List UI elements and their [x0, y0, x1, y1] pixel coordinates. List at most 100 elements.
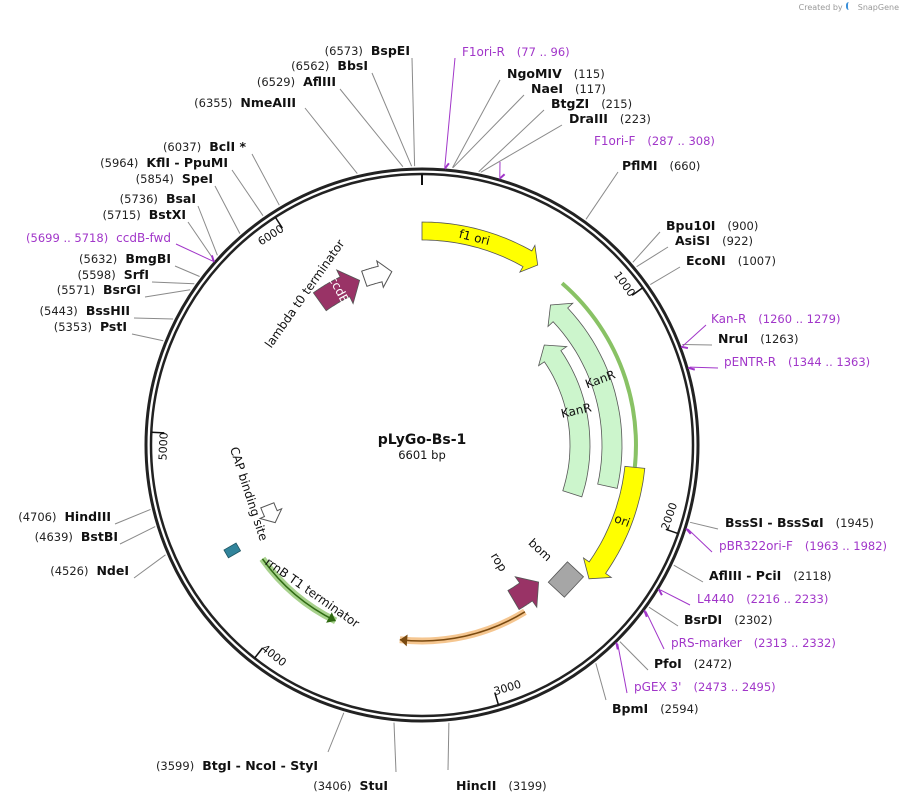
enzyme-site-bsai[interactable]: BsaI(5736): [120, 191, 196, 206]
feature-lambda-terminator[interactable]: [361, 259, 393, 289]
primer-range: (5699 .. 5718): [26, 231, 108, 245]
primer-prs-marker[interactable]: pRS-marker(2313 .. 2332): [671, 636, 836, 650]
scale-tick: [494, 692, 500, 706]
enzyme-position: (5964): [100, 156, 138, 170]
enzyme-site-kfli[interactable]: KflI - PpuMI(5964): [100, 155, 228, 170]
primer-f1ori-f[interactable]: F1ori-F(287 .. 308): [594, 134, 715, 148]
enzyme-position: (5443): [40, 304, 78, 318]
enzyme-position: (900): [727, 219, 758, 233]
enzyme-site-bmgbi[interactable]: BmgBI(5632): [79, 251, 171, 266]
enzyme-position: (5598): [77, 268, 115, 282]
enzyme-site-asisi[interactable]: AsiSI(922): [675, 233, 753, 248]
primer-pbr322ori-f[interactable]: pBR322ori-F(1963 .. 1982): [719, 539, 887, 553]
primer-name: L4440: [697, 592, 734, 606]
feature-label-kanr-inner: KanR: [560, 400, 593, 420]
enzyme-connector: [632, 231, 661, 263]
enzyme-name: BsrDI: [684, 612, 722, 627]
primer-connector: [617, 643, 628, 694]
feature-ccdb[interactable]: [312, 269, 361, 312]
snapgene-logo-icon: [846, 2, 854, 10]
enzyme-site-bstxi[interactable]: BstXI(5715): [103, 207, 186, 222]
enzyme-site-srfi[interactable]: SrfI(5598): [77, 267, 149, 282]
scale-tick: [254, 647, 264, 659]
enzyme-site-afliii[interactable]: AflIII - PciI(2118): [709, 568, 832, 583]
enzyme-site-afliii[interactable]: AflIII(6529): [257, 74, 336, 89]
feature-bom[interactable]: [547, 561, 585, 598]
feature-rrnb-terminator[interactable]: [258, 502, 283, 524]
enzyme-connector: [187, 221, 215, 260]
primer-pentr-r[interactable]: pENTR-R(1344 .. 1363): [724, 355, 870, 369]
primer-l4440[interactable]: L4440(2216 .. 2233): [697, 592, 828, 606]
enzyme-position: (215): [601, 97, 632, 111]
enzyme-connector: [327, 712, 345, 753]
enzyme-site-bpmi[interactable]: BpmI(2594): [612, 701, 698, 716]
enzyme-site-bcli[interactable]: BclI *(6037): [163, 139, 247, 154]
snapgene-watermark: Created by SnapGene: [799, 2, 899, 12]
primer-kan-r[interactable]: Kan-R (1260 .. 1279): [711, 312, 840, 326]
primer-name: Kan-R: [711, 312, 746, 326]
primer-site-mark: [687, 366, 696, 371]
enzyme-site-spei[interactable]: SpeI(5854): [136, 171, 213, 186]
enzyme-site-econi[interactable]: EcoNI(1007): [686, 253, 776, 268]
feature-rop[interactable]: [507, 576, 540, 611]
feature-kanr-outer[interactable]: [547, 302, 623, 489]
feature-f1-ori[interactable]: [421, 221, 539, 273]
enzyme-site-bpu10i[interactable]: Bpu10I(900): [666, 218, 758, 233]
primer-connector: [687, 528, 713, 553]
feature-kanr-inner[interactable]: [537, 344, 591, 498]
enzyme-connector: [231, 169, 264, 216]
enzyme-site-bsrdi[interactable]: BsrDI (2302): [684, 612, 772, 627]
enzyme-site-ndei[interactable]: NdeI(4526): [50, 563, 129, 578]
enzyme-site-bspei[interactable]: BspEI(6573): [325, 43, 410, 58]
primer-range: (1344 .. 1363): [788, 355, 870, 369]
primer-connector: [444, 57, 456, 167]
enzyme-site-psti[interactable]: PstI(5353): [54, 319, 127, 334]
enzyme-position: (2302): [734, 613, 772, 627]
feature-label-rrnb: rrnB T1 terminator: [263, 555, 363, 631]
enzyme-connector: [114, 508, 151, 525]
primer-site-mark: [643, 609, 648, 618]
feature-label-ori: ori: [612, 511, 632, 530]
enzyme-site-ngomiv[interactable]: NgoMIV(115): [507, 66, 605, 81]
center-title: pLyGo-Bs-1 6601 bp: [378, 432, 467, 462]
feature-cap-binding-site[interactable]: [223, 542, 242, 559]
plasmid-backbone: [144, 167, 700, 723]
primer-range: (1260 .. 1279): [758, 312, 840, 326]
primer-connector: [689, 366, 719, 369]
enzyme-site-bstbi[interactable]: BstBI(4639): [35, 529, 118, 544]
enzyme-position: (4706): [18, 510, 56, 524]
enzyme-connector: [119, 526, 156, 545]
enzyme-site-btgzi[interactable]: BtgZI(215): [551, 96, 632, 111]
enzyme-site-nrui[interactable]: NruI(1263): [718, 331, 798, 346]
enzyme-site-bsssi[interactable]: BssSI - BssSαI(1945): [725, 515, 874, 530]
enzyme-site-bsrgi[interactable]: BsrGI(5571): [57, 282, 141, 297]
enzyme-name: BspEI: [371, 43, 410, 58]
feature-ori[interactable]: [582, 465, 646, 580]
scale-tick: [631, 287, 644, 296]
enzyme-site-stui[interactable]: StuI(3406): [313, 778, 388, 793]
enzyme-position: (922): [722, 234, 753, 248]
enzyme-site-pfoi[interactable]: PfoI(2472): [654, 656, 732, 671]
primer-pgex-3-[interactable]: pGEX 3'(2473 .. 2495): [634, 680, 776, 694]
enzyme-site-bsshii[interactable]: BssHII (5443): [40, 303, 130, 318]
enzyme-name: NruI: [718, 331, 748, 346]
enzyme-name: BssHII: [86, 303, 130, 318]
enzyme-site-nmeaiii[interactable]: NmeAIII(6355): [194, 95, 296, 110]
primer-ccdb-fwd[interactable]: ccdB-fwd(5699 .. 5718): [26, 231, 171, 245]
enzyme-site-naei[interactable]: NaeI(117): [531, 81, 606, 96]
enzyme-site-pflmi[interactable]: PflMI(660): [622, 158, 700, 173]
primer-name: pGEX 3': [634, 680, 681, 694]
enzyme-site-btgi[interactable]: BtgI - NcoI - StyI(3599): [156, 758, 318, 773]
enzyme-site-bbsi[interactable]: BbsI(6562): [291, 58, 368, 73]
enzyme-site-hindiii[interactable]: HindIII(4706): [18, 509, 111, 524]
primer-range: (77 .. 96): [517, 45, 570, 59]
primer-name: pRS-marker: [671, 636, 742, 650]
enzyme-site-draiii[interactable]: DraIII(223): [569, 111, 651, 126]
primer-f1ori-r[interactable]: F1ori-R(77 .. 96): [462, 45, 570, 59]
primer-site-mark: [443, 162, 450, 170]
enzyme-position: (5632): [79, 252, 117, 266]
enzyme-name: BstXI: [149, 207, 186, 222]
enzyme-site-hincii[interactable]: HincII(3199): [456, 778, 547, 793]
